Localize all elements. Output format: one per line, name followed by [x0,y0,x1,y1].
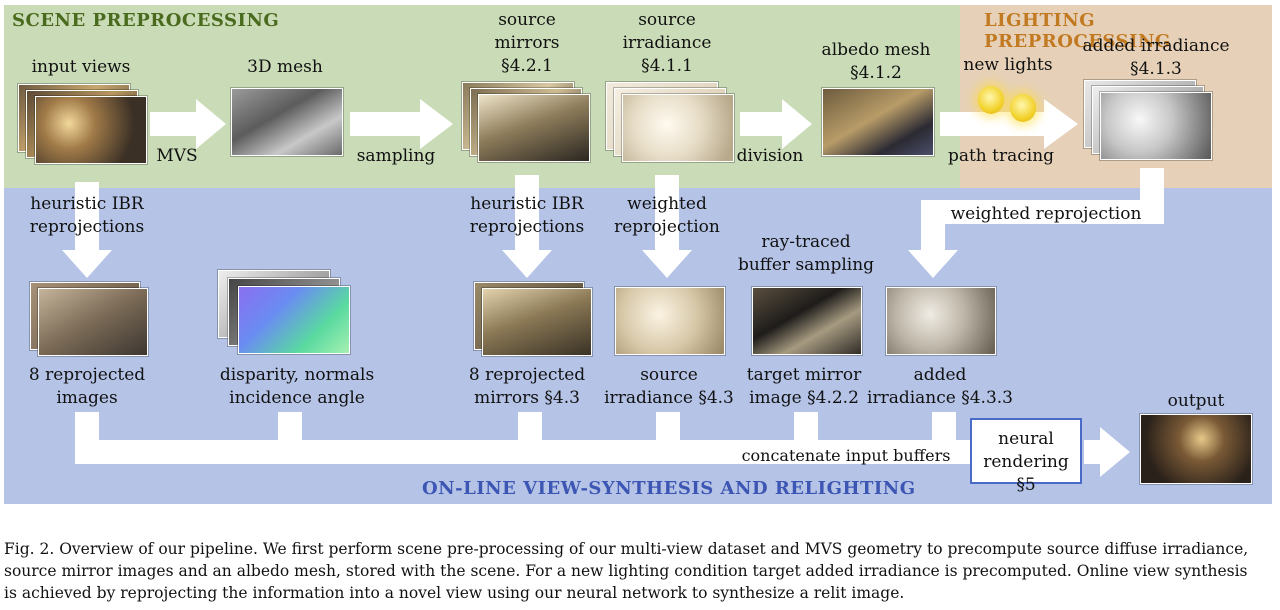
label-line: heuristic IBR [30,194,144,214]
heuristic-ibr-label-2: heuristic IBR reprojections [470,193,584,239]
added-irradiance-bottom-label: added irradiance §4.3.3 [867,364,1013,410]
disparity-label: disparity, normals incidence angle [220,364,374,410]
ray-traced-label: ray-traced buffer sampling [738,231,874,277]
label-line: §4.1.3 [1130,59,1182,79]
mesh-image [231,88,343,156]
label-line: albedo mesh [821,40,931,60]
label-line: reprojections [469,217,585,237]
sampling-label: sampling [356,146,436,166]
neural-rendering-line2: rendering §5 [983,452,1069,495]
label-line: source [498,10,556,30]
label-line: added [913,365,967,385]
source-irradiance-image [615,287,725,355]
input-view-image-front [35,96,147,164]
label-line: irradiance §4.3 [604,388,734,408]
lighting-preprocessing-title: LIGHTING PREPROCESSING [984,10,1171,52]
label-line: heuristic IBR [470,194,584,214]
label-line: irradiance §4.3.3 [867,388,1013,408]
reprojected-images-label: 8 reprojected images [29,364,145,410]
input-views-label: input views [31,57,131,77]
neural-rendering-line1: neural [998,429,1054,449]
normals-image-front [238,286,350,354]
light-bulb-icon [978,86,1004,114]
label-line: §4.1.2 [850,63,902,83]
albedo-mesh-image [822,88,934,156]
output-image [1140,414,1252,484]
label-line: 8 reprojected [28,365,146,385]
target-mirror-image [752,287,862,355]
irradiance-image-front [622,94,734,162]
caption-line: source mirror images and an albedo mesh,… [4,562,1248,580]
caption-line: is achieved by reprojecting the informat… [4,584,905,602]
label-line: irradiance [622,33,712,53]
label-line: reprojection [614,217,720,237]
target-mirror-label: target mirror image §4.2.2 [747,364,861,410]
label-line: 8 reprojected [468,365,586,385]
albedo-mesh-label: albedo mesh §4.1.2 [822,39,931,85]
added-irradiance-top-label: added irradiance §4.1.3 [1082,35,1229,81]
output-label: output [1167,391,1225,411]
source-irradiance-label: source irradiance §4.1.1 [623,9,712,78]
source-irradiance-bottom-label: source irradiance §4.3 [604,364,734,410]
neural-rendering-box: neural rendering §5 [970,418,1082,495]
new-lights-label: new lights [963,55,1053,75]
mirror-image-front [478,94,590,162]
label-line: mirrors [494,33,560,53]
weighted-reprojection-label-2: weighted reprojection [950,204,1142,224]
label-line: images [56,388,118,408]
reprojected-mirror-front [482,288,592,356]
path-tracing-label: path tracing [947,146,1055,166]
weighted-reprojection-label-1: weighted reprojection [614,193,720,239]
label-line: target mirror [746,365,862,385]
label-line: source [638,10,696,30]
label-line: weighted [627,194,707,214]
mvs-label: MVS [156,146,198,166]
light-bulb-icon [1010,94,1036,122]
reprojected-image-front [38,288,148,356]
concatenate-label: concatenate input buffers [741,446,951,465]
label-line: buffer sampling [737,255,875,275]
label-line: reprojections [29,217,145,237]
figure-caption: Fig. 2. Overview of our pipeline. We fir… [4,538,1274,604]
label-line: ray-traced [761,232,851,252]
reprojected-mirrors-label: 8 reprojected mirrors §4.3 [469,364,585,410]
label-line: added irradiance [1082,36,1230,56]
online-synthesis-title: ON-LINE VIEW-SYNTHESIS AND RELIGHTING [422,478,916,499]
added-irradiance-bottom-image [886,287,996,355]
label-line: image §4.2.2 [749,388,859,408]
label-line: §4.2.1 [501,56,553,76]
source-mirrors-label: source mirrors §4.2.1 [495,9,560,78]
label-line: source [640,365,698,385]
mesh-label: 3D mesh [247,57,323,77]
added-irradiance-image-front [1100,92,1212,160]
division-label: division [736,146,804,166]
heuristic-ibr-label-1: heuristic IBR reprojections [30,193,144,239]
scene-preprocessing-title: SCENE PREPROCESSING [12,10,280,31]
label-line: incidence angle [229,388,365,408]
label-line: mirrors §4.3 [474,388,580,408]
label-line: disparity, normals [219,365,375,385]
caption-line: Fig. 2. Overview of our pipeline. We fir… [4,540,1249,558]
label-line: §4.1.1 [641,56,693,76]
